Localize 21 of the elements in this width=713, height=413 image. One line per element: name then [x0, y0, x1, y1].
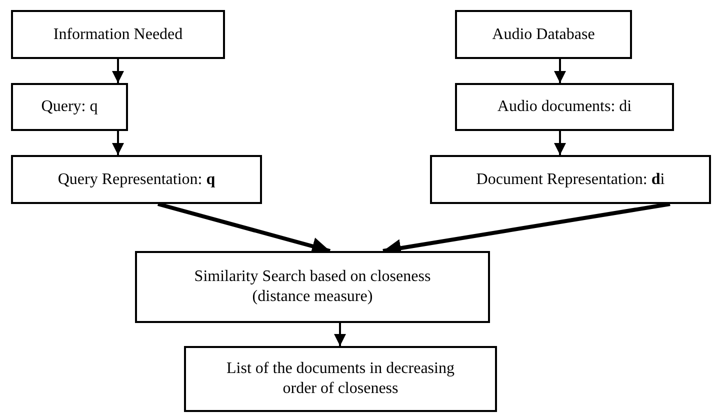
process-box — [11, 155, 262, 204]
process-box — [11, 83, 128, 131]
process-box — [430, 155, 711, 204]
arrow — [554, 131, 566, 155]
box-label: Audio Database — [492, 24, 595, 44]
process-box — [11, 10, 225, 59]
arrow — [112, 59, 124, 83]
arrow — [334, 323, 346, 346]
box-label: Audio documents: di — [497, 97, 632, 117]
box-label: Document Representation: di — [476, 170, 665, 190]
arrow — [112, 131, 124, 155]
box-label: Query Representation: q — [58, 170, 216, 190]
box-label: Similarity Search based on closeness (distance measure) — [193, 267, 432, 307]
process-box — [455, 83, 674, 131]
box-label: Information Needed — [53, 24, 183, 44]
process-box — [135, 251, 490, 323]
process-box — [455, 10, 632, 59]
arrow — [554, 59, 566, 83]
box-label: Query: q — [41, 97, 98, 117]
box-label: List of the documents in decreasing order of closeness — [226, 359, 456, 399]
process-box — [184, 346, 497, 412]
